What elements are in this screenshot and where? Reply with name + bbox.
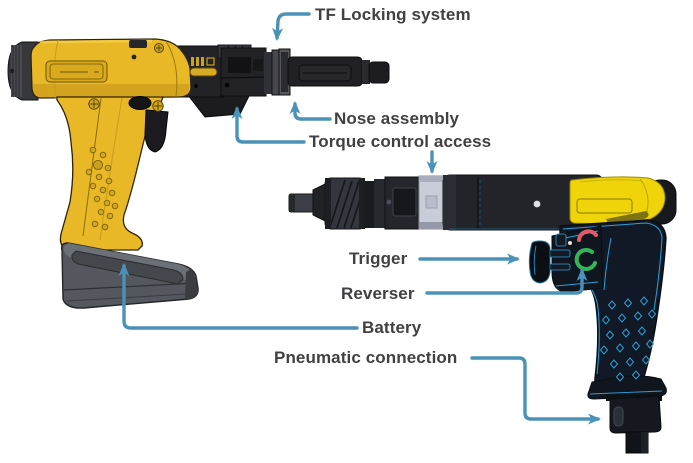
yellow-cap <box>569 176 666 225</box>
trigger-front <box>144 109 169 153</box>
nose-assembly-parts <box>217 44 390 97</box>
nose-tip <box>368 61 390 84</box>
battery-tool-illustration <box>7 38 390 309</box>
label-trigger: Trigger <box>349 249 408 268</box>
label-tf-locking-system: TF Locking system <box>315 5 471 24</box>
grip-dimples <box>85 146 119 231</box>
battery-pack <box>60 242 199 309</box>
top-button <box>128 96 152 110</box>
handle-dimples <box>599 296 657 382</box>
leader-arrows <box>118 12 601 425</box>
torque-control-arrow-left <box>231 106 306 144</box>
tool-body <box>30 38 192 99</box>
label-torque-control-access: Torque control access <box>309 132 492 151</box>
pneumatic-tool-illustration <box>288 174 677 454</box>
label-pneumatic-connection: Pneumatic connection <box>274 348 458 367</box>
reverser-arrow <box>425 268 588 295</box>
nose-assembly-arrow <box>289 101 332 121</box>
label-reverser: Reverser <box>341 284 415 303</box>
tf-locking-arrow <box>272 12 311 41</box>
torque-control-band <box>418 175 444 230</box>
pneumatic-fitting <box>606 394 662 454</box>
adjustment-window <box>392 187 417 217</box>
knurled-ring <box>324 177 366 230</box>
battery-arrow <box>118 263 359 330</box>
tf-locking-collar <box>271 48 291 96</box>
ccw-rotation-icon <box>577 229 598 242</box>
trigger-paddle[interactable] <box>528 233 571 284</box>
pneumatic-connection-arrow <box>470 356 601 425</box>
label-nose-assembly: Nose assembly <box>334 109 460 128</box>
cw-rotation-icon <box>574 248 597 271</box>
indicator-lights <box>189 57 218 77</box>
body-dot <box>533 200 541 208</box>
label-battery: Battery <box>362 318 422 337</box>
